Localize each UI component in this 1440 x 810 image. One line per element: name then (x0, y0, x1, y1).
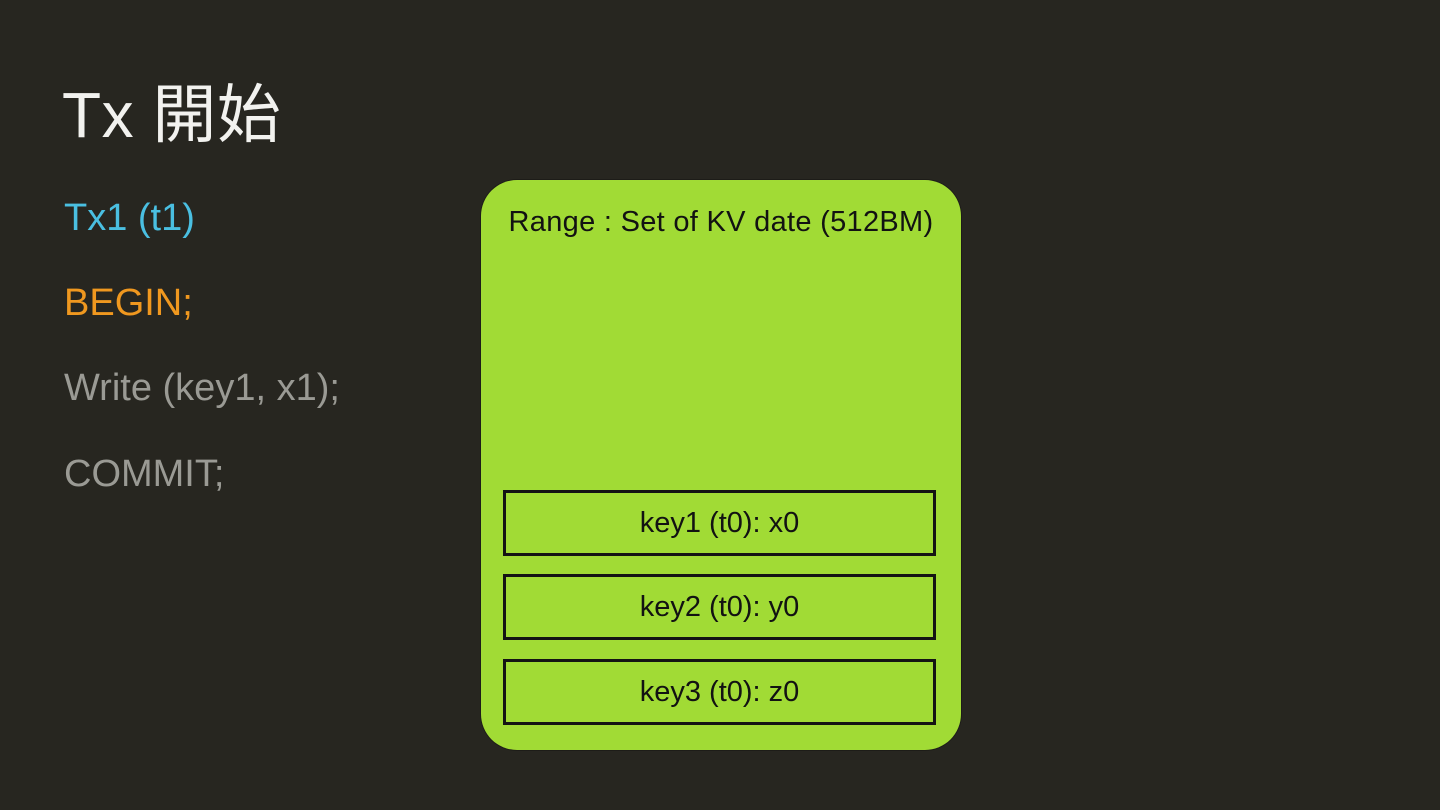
range-panel-title: Range : Set of KV date (512BM) (508, 206, 934, 238)
transaction-name-label: Tx1 (t1) (64, 197, 195, 239)
statement-write: Write (key1, x1); (64, 367, 340, 409)
kv-entry-key2: key2 (t0): y0 (503, 574, 936, 640)
kv-entry-key3: key3 (t0): z0 (503, 659, 936, 725)
slide-title: Tx 開始 (62, 79, 282, 151)
statement-begin: BEGIN; (64, 282, 193, 324)
kv-entry-key1: key1 (t0): x0 (503, 490, 936, 556)
statement-commit: COMMIT; (64, 453, 225, 495)
range-panel: Range : Set of KV date (512BM) key1 (t0)… (481, 180, 961, 750)
